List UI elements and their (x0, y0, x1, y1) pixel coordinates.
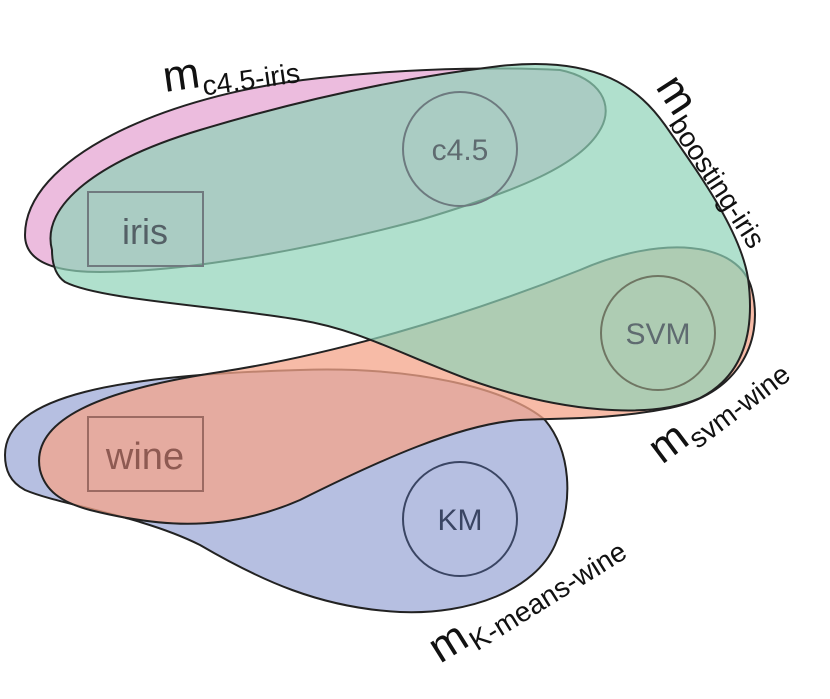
iris-dataset-box (87, 191, 204, 267)
wine-dataset-box (87, 416, 204, 492)
svm-algorithm-label: SVM (625, 318, 690, 351)
label-svm-wine-main: m (639, 412, 698, 473)
wine-dataset-label: wine (105, 436, 184, 478)
c45-algorithm-label: c4.5 (432, 134, 489, 167)
region-boosting-iris (49, 62, 751, 412)
iris-dataset-label: iris (122, 211, 168, 252)
kmeans-algorithm-circle (402, 461, 518, 577)
svm-algorithm-circle (600, 275, 716, 391)
c45-algorithm-circle (402, 91, 518, 207)
label-kmeans-wine-main: m (419, 612, 476, 673)
label-c45-iris-main: m (160, 48, 203, 102)
kmeans-algorithm-label: KM (438, 504, 483, 537)
